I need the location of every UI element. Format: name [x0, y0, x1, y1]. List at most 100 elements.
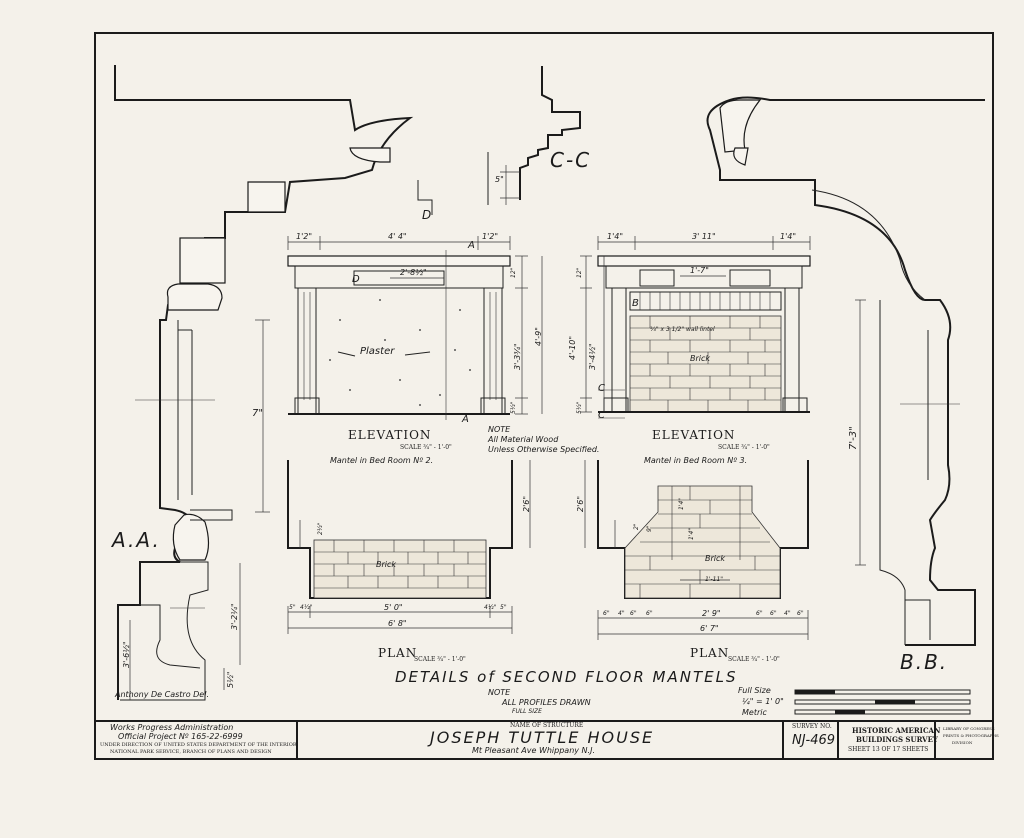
- plan-right-inner: 1'-11": [705, 576, 724, 583]
- plan-right-depth-2: 1'4": [688, 527, 695, 540]
- dim-aa-7: 7": [252, 408, 263, 419]
- habs-line-1: HISTORIC AMERICAN: [852, 726, 941, 735]
- plan-left-depth: 2½": [317, 522, 324, 535]
- elev-left-dim-3: 1'2": [482, 232, 499, 241]
- elev-left-height-3: 3'-3¾": [513, 343, 522, 370]
- structure-address: Mt Pleasant Ave Whippany N.J.: [472, 746, 595, 755]
- plan-right-depth-4: 2": [633, 523, 640, 530]
- plan-right-dim-5: 2' 9": [702, 609, 721, 618]
- outer-border: [94, 32, 994, 760]
- section-mark-a-bottom: A: [462, 414, 469, 425]
- structure-label: NAME OF STRUCTURE: [510, 722, 584, 729]
- plan-right-dim-3: 6": [630, 610, 637, 617]
- elev-left-height-1: 12": [510, 267, 517, 278]
- plan-right-height: 2'6": [576, 495, 585, 512]
- plan-left-dim-5: 5": [500, 604, 507, 611]
- plan-left-dim-2: 4½": [300, 604, 313, 611]
- elev-right-height-1: 12": [576, 267, 583, 278]
- plan-left-dim-1: 5": [289, 604, 296, 611]
- dim-bb-7-3: 7'-3": [848, 426, 859, 450]
- library-line-1: LIBRARY OF CONGRESS: [943, 726, 995, 731]
- plan-left-drawing: [287, 460, 531, 634]
- section-label-b-b: B.B.: [900, 650, 949, 674]
- dim-cc-5: 5": [495, 175, 504, 184]
- plan-right-scale: SCALE ¾" - 1'-0": [728, 656, 780, 663]
- plan-left-dim-4: 4½": [484, 604, 497, 611]
- elev-right-brick: Brick: [690, 354, 711, 363]
- plan-left-dim-3: 5' 0": [384, 603, 403, 612]
- structure-name: JOSEPH TUTTLE HOUSE: [430, 728, 655, 747]
- agency-line-2: Official Project Nº 165-22-6999: [118, 732, 243, 741]
- elev-right-height-2: 4'-10": [568, 335, 577, 360]
- plan-left-scale: SCALE ¾" - 1'-0": [414, 656, 466, 663]
- profile-b-b: [706, 96, 985, 646]
- section-mark-d: D: [352, 274, 360, 285]
- dim-aa-3-6: 3'-6½": [122, 641, 131, 668]
- section-mark-a-top: A: [468, 240, 475, 251]
- graphic-scale-bars: [794, 689, 971, 715]
- scale-quarter: ¼" = 1' 0": [742, 697, 784, 706]
- plan-right-dim-1: 6": [603, 610, 610, 617]
- elev-right-scale: SCALE ¾" - 1'-0": [718, 444, 770, 451]
- section-label-a-a: A.A.: [112, 528, 161, 552]
- plan-left-brick: Brick: [376, 560, 397, 569]
- profiles-note-title: NOTE: [488, 688, 511, 697]
- profile-a-a: [114, 65, 414, 701]
- elev-left-scale: SCALE ¾" - 1'-0": [400, 444, 452, 451]
- plan-left-total: 6' 8": [388, 619, 407, 628]
- delineator-signature: Anthony De Castro Del.: [115, 690, 209, 699]
- survey-label: SURVEY NO.: [792, 723, 832, 730]
- elevation-left-drawing: [287, 236, 543, 420]
- elev-right-lintel: ¾" x 3 1/2" wall lintel: [650, 326, 715, 333]
- elev-right-room: Mantel in Bed Room Nº 3.: [644, 456, 748, 465]
- sheet-title: DETAILS of SECOND FLOOR MANTELS: [395, 668, 738, 686]
- elev-right-dim-3: 1'4": [780, 232, 797, 241]
- section-label-c-c: C-C: [550, 148, 592, 172]
- elev-left-dim-1: 1'2": [296, 232, 313, 241]
- profile-c-c: [417, 66, 581, 215]
- agency-line-1: Works Progress Administration: [110, 723, 234, 732]
- elev-right-height-4: 5½": [576, 401, 583, 414]
- elev-right-inner-width: 1'-7": [690, 266, 709, 275]
- plan-right-title: PLAN: [690, 646, 730, 660]
- elev-right-dim-1: 1'4": [607, 232, 624, 241]
- plan-left-title: PLAN: [378, 646, 418, 660]
- agency-line-3: UNDER DIRECTION OF UNITED STATES DEPARTM…: [100, 742, 297, 748]
- note-line-2: Unless Otherwise Specified.: [488, 445, 600, 454]
- plan-right-drawing: [584, 460, 809, 640]
- note-line-1: All Material Wood: [488, 435, 559, 444]
- plan-right-dim-9: 6": [797, 610, 804, 617]
- elev-left-plaster: Plaster: [360, 346, 395, 357]
- plan-right-dim-8: 4": [784, 610, 791, 617]
- elev-left-dim-2: 4' 4": [388, 232, 407, 241]
- plan-left-height: 2'6": [522, 495, 531, 512]
- section-mark-c-lower: C: [598, 410, 605, 421]
- plan-right-depth-3: 9": [646, 525, 653, 532]
- elev-left-title: ELEVATION: [348, 428, 432, 442]
- plan-right-total: 6' 7": [700, 624, 719, 633]
- library-line-2: PRINTS & PHOTOGRAPHS: [943, 733, 999, 738]
- note-title: NOTE: [488, 425, 511, 434]
- scale-full-size: Full Size: [738, 686, 771, 695]
- plan-right-dim-2: 4": [618, 610, 625, 617]
- elev-right-dim-2: 3' 11": [692, 232, 716, 241]
- library-line-3: DIVISION: [952, 740, 973, 745]
- elev-right-title: ELEVATION: [652, 428, 736, 442]
- plan-right-brick: Brick: [705, 554, 726, 563]
- profiles-note-line: ALL PROFILES DRAWN: [502, 698, 591, 707]
- sheet-number: SHEET 13 OF 17 SHEETS: [848, 746, 929, 753]
- dim-aa-5: 5½": [226, 671, 235, 688]
- plan-right-dim-4: 6": [646, 610, 653, 617]
- habs-line-2: BUILDINGS SURVEY: [856, 735, 938, 744]
- elev-left-inner-width: 2'-8½": [400, 268, 427, 277]
- section-mark-c-upper: C: [598, 383, 605, 394]
- section-label-d: D: [422, 208, 433, 222]
- dim-aa-3-2: 3'-2¼": [230, 603, 239, 630]
- plan-right-depth-1: 1'4": [678, 497, 685, 510]
- elevation-right-drawing: [580, 236, 811, 419]
- elev-left-room: Mantel in Bed Room Nº 2.: [330, 456, 434, 465]
- elev-left-height-2: 4'-9": [534, 327, 543, 346]
- agency-line-4: NATIONAL PARK SERVICE, BRANCH OF PLANS A…: [110, 749, 272, 755]
- survey-number: NJ-469: [792, 733, 836, 748]
